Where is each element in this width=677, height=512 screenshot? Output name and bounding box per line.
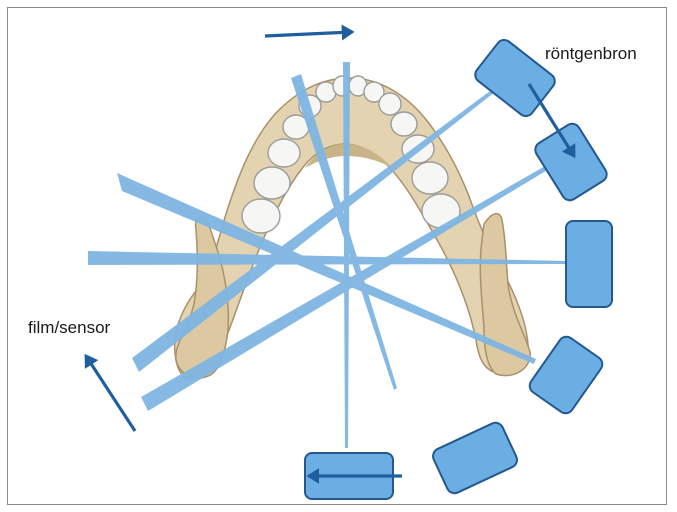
tooth bbox=[242, 199, 280, 233]
rotation-arrow-icon bbox=[86, 356, 135, 431]
tooth bbox=[268, 139, 300, 167]
xray-tube bbox=[527, 334, 606, 417]
tooth bbox=[254, 167, 290, 199]
xray-tube bbox=[532, 121, 609, 203]
xray-beam bbox=[343, 62, 350, 448]
film-sensor-label: film/sensor bbox=[28, 319, 110, 336]
tooth bbox=[391, 112, 417, 136]
tooth bbox=[412, 162, 448, 194]
tooth bbox=[379, 93, 401, 115]
xray-tube bbox=[430, 420, 519, 496]
xray-source-label: röntgenbron bbox=[545, 45, 637, 62]
xray-tube bbox=[566, 221, 612, 307]
rotation-arrow-icon bbox=[265, 32, 352, 36]
